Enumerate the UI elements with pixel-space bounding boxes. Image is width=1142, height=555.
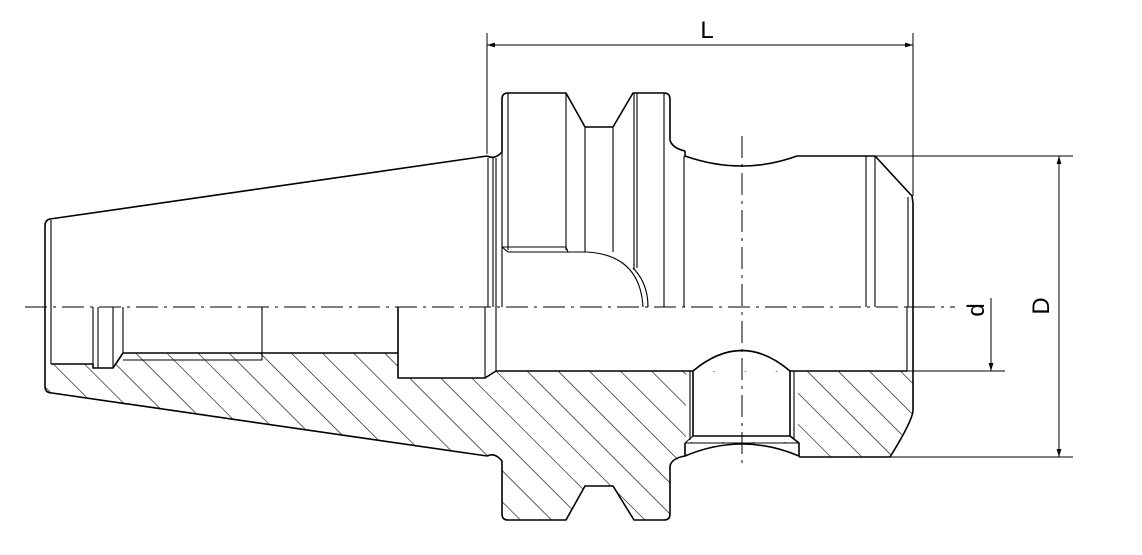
dimension-D: D — [866, 155, 1073, 458]
dimension-label-L: L — [700, 17, 713, 44]
dimension-label-d: d — [963, 303, 990, 316]
flange — [486, 92, 686, 521]
dimension-L: L — [486, 17, 914, 196]
dimension-d: d — [907, 298, 1005, 372]
taper-shank — [44, 155, 497, 457]
dimension-label-D: D — [1028, 297, 1055, 314]
